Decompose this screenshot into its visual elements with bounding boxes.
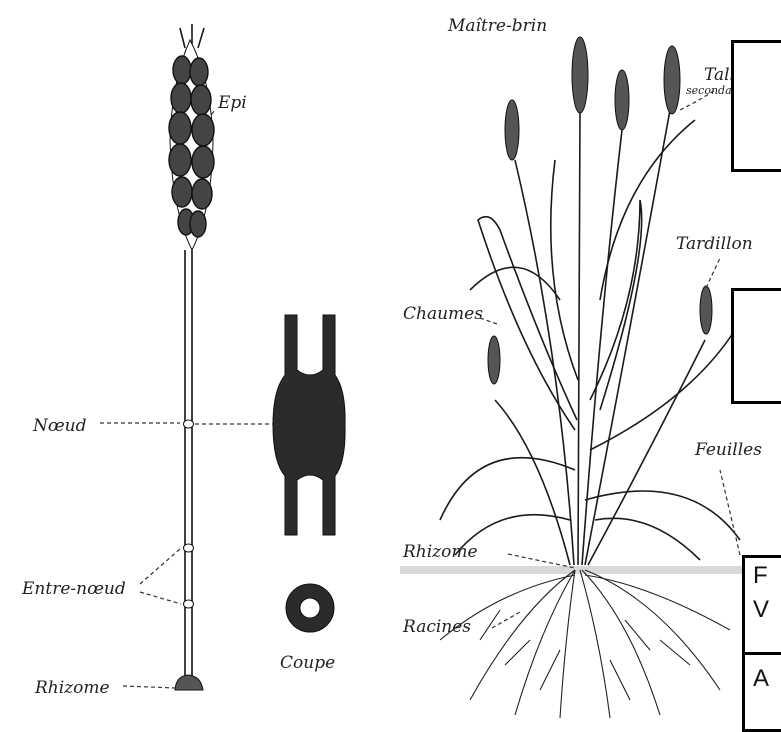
roots-drawing	[440, 570, 730, 718]
label-tardillon: Tardillon	[676, 234, 753, 254]
node-longitudinal-section	[273, 315, 345, 535]
ear-drawing	[169, 24, 214, 250]
stem-cross-section	[286, 584, 334, 632]
annotation-box-middle	[731, 288, 781, 404]
label-entre-noeud: Entre-nœud	[21, 579, 126, 599]
annotation-box-top	[731, 40, 781, 172]
label-chaumes: Chaumes	[403, 304, 483, 324]
label-rhizome-right: Rhizome	[402, 542, 478, 562]
annotation-box-bottom-line1: A	[753, 665, 769, 693]
annotation-box-lower-line1: F	[753, 562, 768, 590]
label-noeud: Nœud	[32, 416, 87, 436]
whole-plant-illustration	[400, 37, 745, 718]
ears-drawing	[488, 37, 712, 384]
label-coupe: Coupe	[280, 653, 335, 673]
label-rhizome-left: Rhizome	[34, 678, 110, 698]
annotation-box-lower-line2: V	[753, 596, 769, 624]
label-feuilles: Feuilles	[694, 440, 762, 460]
annotation-box-lower: F V	[742, 555, 781, 655]
label-epi: Epi	[217, 93, 247, 113]
label-racines: Racines	[402, 617, 471, 637]
single-stem-illustration	[169, 24, 214, 690]
leaves-drawing	[440, 120, 740, 560]
label-maitre-brin: Maître-brin	[447, 16, 547, 36]
annotation-box-bottom: A	[742, 652, 781, 732]
stem-drawing	[175, 250, 203, 690]
